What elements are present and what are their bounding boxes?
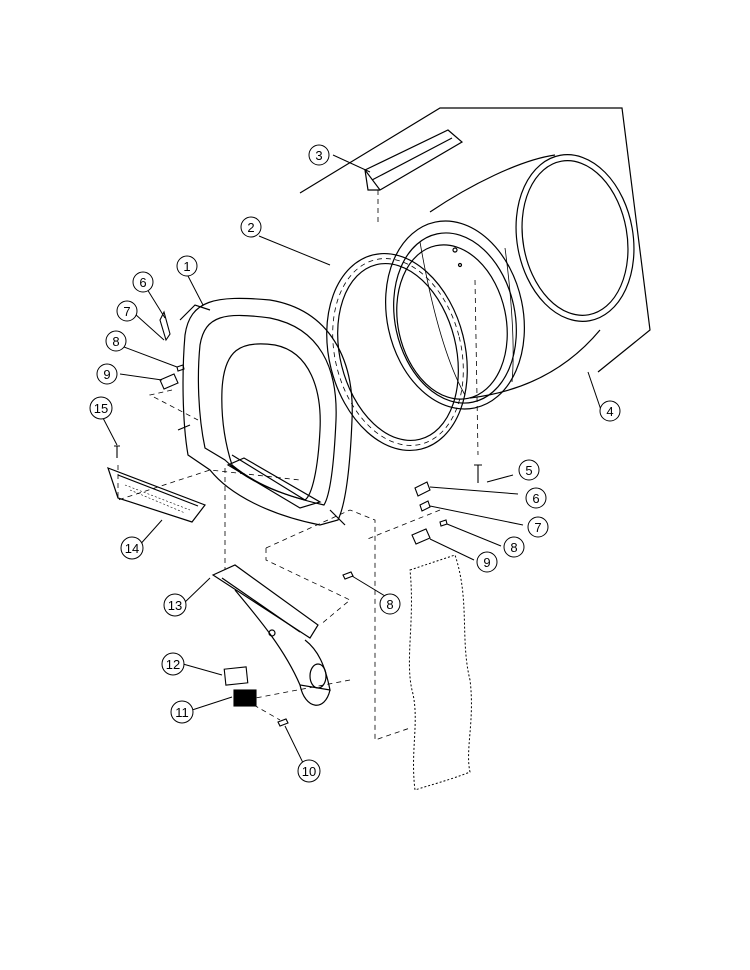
svg-text:3: 3 bbox=[315, 148, 322, 163]
bracket-7 bbox=[419, 500, 431, 512]
svg-text:7: 7 bbox=[534, 520, 541, 535]
svg-text:9: 9 bbox=[483, 555, 490, 570]
callout-10: 10 bbox=[297, 759, 321, 783]
callout-9-right: 9 bbox=[476, 551, 498, 573]
callout-7-right: 7 bbox=[527, 516, 549, 538]
cabinet-panel-outline bbox=[408, 554, 472, 791]
hinge-9-left bbox=[159, 373, 179, 390]
svg-text:8: 8 bbox=[112, 334, 119, 349]
svg-text:14: 14 bbox=[125, 541, 139, 556]
callout-7-left: 7 bbox=[116, 300, 138, 322]
screw-15 bbox=[114, 445, 120, 458]
callout-8-right: 8 bbox=[503, 536, 525, 558]
screw-10 bbox=[277, 718, 289, 727]
callout-2: 2 bbox=[240, 216, 262, 238]
drum-assembly-bracket bbox=[299, 107, 651, 373]
callouts: 1 2 3 4 5 6 6 7 7 8 8 8 9 9 10 11 12 13 … bbox=[89, 144, 621, 783]
callout-9-left: 9 bbox=[96, 363, 118, 385]
svg-text:8: 8 bbox=[510, 540, 517, 555]
callout-1: 1 bbox=[176, 255, 198, 277]
switch-6-left bbox=[159, 310, 171, 342]
hinge-9-right bbox=[411, 528, 431, 545]
svg-text:10: 10 bbox=[302, 764, 316, 779]
clip-8-left bbox=[176, 364, 185, 372]
callout-15: 15 bbox=[89, 396, 113, 420]
drum-seal bbox=[326, 252, 468, 452]
svg-text:11: 11 bbox=[175, 705, 189, 720]
svg-text:8: 8 bbox=[386, 597, 393, 612]
svg-text:2: 2 bbox=[247, 220, 254, 235]
switch-6 bbox=[414, 481, 431, 497]
svg-text:13: 13 bbox=[168, 598, 182, 613]
clip-8-right bbox=[439, 519, 448, 527]
svg-text:5: 5 bbox=[525, 463, 532, 478]
callout-11: 11 bbox=[170, 700, 194, 724]
exhaust-duct bbox=[211, 564, 331, 706]
callout-8-left: 8 bbox=[105, 330, 127, 352]
callout-6-left: 6 bbox=[132, 271, 154, 293]
callout-5: 5 bbox=[518, 459, 540, 481]
svg-text:9: 9 bbox=[103, 367, 110, 382]
alignment-lines bbox=[117, 190, 479, 741]
lint-filter-housing bbox=[107, 466, 206, 523]
clip-8-duct bbox=[342, 571, 354, 580]
front-bulkhead bbox=[177, 297, 353, 526]
svg-text:15: 15 bbox=[94, 401, 108, 416]
svg-text:1: 1 bbox=[183, 259, 190, 274]
drum bbox=[385, 154, 635, 410]
callout-13: 13 bbox=[163, 593, 187, 617]
screw-5 bbox=[474, 464, 482, 483]
svg-text:6: 6 bbox=[139, 275, 146, 290]
callout-3: 3 bbox=[308, 144, 330, 166]
svg-text:6: 6 bbox=[532, 491, 539, 506]
callout-12: 12 bbox=[161, 652, 185, 676]
label-12 bbox=[223, 666, 249, 686]
callout-4: 4 bbox=[599, 400, 621, 422]
svg-text:12: 12 bbox=[166, 657, 180, 672]
callout-6-right: 6 bbox=[525, 487, 547, 509]
svg-text:4: 4 bbox=[606, 404, 613, 419]
callout-8-duct: 8 bbox=[379, 593, 401, 615]
callout-14: 14 bbox=[120, 536, 144, 560]
svg-text:7: 7 bbox=[123, 304, 130, 319]
drum-bracket bbox=[364, 129, 464, 191]
label-11 bbox=[233, 689, 257, 707]
